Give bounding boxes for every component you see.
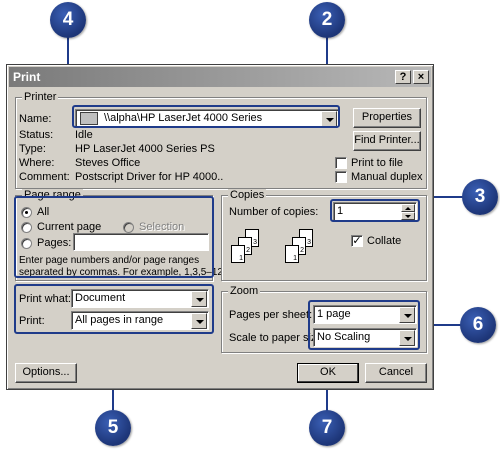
all-pages-label[interactable]: All xyxy=(37,206,50,218)
zoom-group: Zoom xyxy=(221,285,427,353)
callout-2: 2 xyxy=(309,2,345,38)
pages-radio[interactable] xyxy=(21,238,32,249)
options-button[interactable]: Options... xyxy=(15,363,77,383)
pages-per-sheet-select[interactable]: 1 page xyxy=(313,305,417,324)
spin-down-icon[interactable] xyxy=(401,212,415,220)
callout-7: 7 xyxy=(309,410,345,446)
manual-duplex-label[interactable]: Manual duplex xyxy=(351,171,423,183)
print-value: All pages in range xyxy=(75,314,164,326)
close-button[interactable]: × xyxy=(413,70,429,84)
find-printer-button[interactable]: Find Printer... xyxy=(353,131,421,151)
scale-to-paper-select[interactable]: No Scaling xyxy=(313,328,417,347)
highlight-copies xyxy=(330,199,420,222)
chevron-down-icon[interactable] xyxy=(399,307,415,323)
where-value: Steves Office xyxy=(75,157,141,169)
printer-icon xyxy=(80,112,98,125)
callout-3: 3 xyxy=(462,179,498,215)
highlight-page-range xyxy=(14,196,214,278)
callout-line-7 xyxy=(326,378,328,412)
printer-name-value: \\alpha\HP LaserJet 4000 Series xyxy=(104,112,263,124)
callout-5: 5 xyxy=(95,410,131,446)
pages-input[interactable] xyxy=(73,233,209,251)
manual-duplex-checkbox[interactable] xyxy=(335,171,347,183)
collate-checkbox[interactable]: ✓ xyxy=(351,235,363,247)
printer-group: Printer xyxy=(15,91,427,189)
printer-name-select[interactable]: \\alpha\HP LaserJet 4000 Series xyxy=(75,109,339,128)
all-pages-radio[interactable] xyxy=(21,207,32,218)
chevron-down-icon[interactable] xyxy=(191,291,207,307)
callout-line-6 xyxy=(418,324,462,326)
current-page-label[interactable]: Current page xyxy=(37,221,102,233)
spin-up-icon[interactable] xyxy=(401,204,415,212)
print-select[interactable]: All pages in range xyxy=(71,311,209,330)
help-button[interactable]: ? xyxy=(395,70,411,84)
where-label: Where: xyxy=(19,157,55,169)
printer-group-title: Printer xyxy=(22,91,59,103)
pages-label[interactable]: Pages: xyxy=(37,237,72,249)
pages-per-sheet-value: 1 page xyxy=(317,308,351,320)
page-range-hint-line2: separated by commas. For example, 1,3,5–… xyxy=(19,267,223,278)
highlight-printer-name xyxy=(72,105,340,128)
selection-radio xyxy=(123,222,134,233)
highlight-print-options xyxy=(14,284,214,334)
copies-group: Copies xyxy=(221,189,427,281)
copies-group-title: Copies xyxy=(228,189,267,201)
page-range-hint-line1: Enter page numbers and/or page ranges xyxy=(19,255,200,266)
status-value: Idle xyxy=(75,129,93,141)
title-bar: Print ? × xyxy=(9,67,431,87)
cancel-button[interactable]: Cancel xyxy=(365,363,427,383)
scale-to-paper-label: Scale to paper size: xyxy=(229,332,326,344)
current-page-radio[interactable] xyxy=(21,222,32,233)
selection-label: Selection xyxy=(139,221,185,233)
printer-name-label: Name: xyxy=(19,113,52,125)
print-dialog: Print ? × Printer Name: \\alpha\HP Laser… xyxy=(6,64,434,390)
print-what-value: Document xyxy=(75,292,126,304)
chevron-down-icon[interactable] xyxy=(191,313,207,329)
number-of-copies-value: 1 xyxy=(337,205,344,217)
print-what-label: Print what: xyxy=(19,293,71,305)
collate-label[interactable]: Collate xyxy=(367,235,402,247)
number-of-copies-input[interactable]: 1 xyxy=(333,202,417,221)
zoom-group-title: Zoom xyxy=(228,285,261,297)
callout-4: 4 xyxy=(50,2,86,38)
comment-label: Comment: xyxy=(19,171,70,183)
dialog-title: Print xyxy=(13,70,41,84)
number-of-copies-label: Number of copies: xyxy=(229,206,319,218)
type-label: Type: xyxy=(19,143,46,155)
status-label: Status: xyxy=(19,129,54,141)
type-value: HP LaserJet 4000 Series PS xyxy=(75,143,215,155)
properties-button[interactable]: Properties xyxy=(353,108,421,128)
chevron-down-icon[interactable] xyxy=(399,330,415,346)
comment-value: Postscript Driver for HP 4000.. xyxy=(75,171,224,183)
print-to-file-checkbox[interactable] xyxy=(335,157,347,169)
page-range-group-title: Page range xyxy=(22,189,83,201)
pages-per-sheet-label: Pages per sheet: xyxy=(229,309,313,321)
highlight-zoom xyxy=(308,300,420,350)
callout-6: 6 xyxy=(460,307,496,343)
print-to-file-label[interactable]: Print to file xyxy=(351,157,403,169)
scale-to-paper-value: No Scaling xyxy=(317,331,371,343)
ok-button[interactable]: OK xyxy=(297,363,359,383)
print-what-select[interactable]: Document xyxy=(71,289,209,308)
print-label: Print: xyxy=(19,315,45,327)
